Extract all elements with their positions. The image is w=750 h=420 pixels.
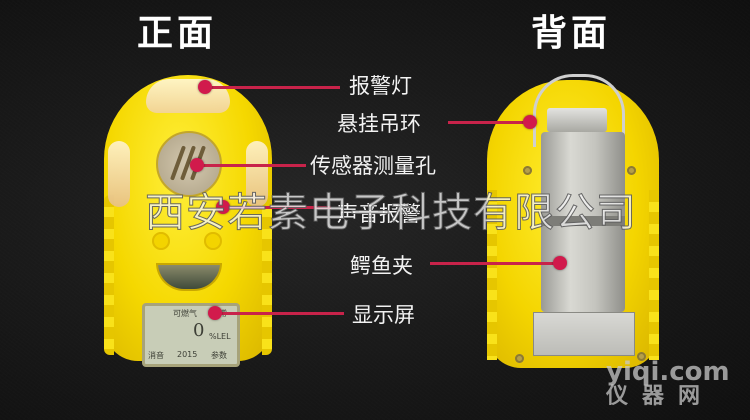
callout-dot-alarm-light xyxy=(198,80,212,94)
site-logo: yiqi.com 仪器网 xyxy=(606,357,730,410)
callout-dot-clip xyxy=(553,256,567,270)
label-hanging-ring: 悬挂吊环 xyxy=(337,112,421,136)
company-watermark: 西安若素电子科技有限公司 xyxy=(145,190,637,237)
right-button[interactable] xyxy=(204,232,222,250)
screw xyxy=(515,354,524,363)
callout-line-sound-alarm xyxy=(226,206,331,209)
nameplate xyxy=(533,312,635,356)
lcd-params: 参数 xyxy=(211,351,227,360)
lcd-value: 0 xyxy=(193,320,205,341)
callout-dot-display xyxy=(208,306,222,320)
screw xyxy=(523,166,532,175)
logo-cn: 仪器网 xyxy=(606,384,715,409)
grip-right xyxy=(262,195,272,355)
lcd-unit: %LEL xyxy=(209,332,231,341)
alarm-light-top xyxy=(146,79,230,113)
lcd-year: 2015 xyxy=(177,350,198,359)
front-title: 正面 xyxy=(137,12,218,54)
callout-line-display xyxy=(218,312,344,315)
callout-line-hanging-ring xyxy=(448,121,530,124)
label-alligator-clip: 鳄鱼夹 xyxy=(350,254,413,278)
alarm-light-left xyxy=(108,141,130,207)
label-alarm-light: 报警灯 xyxy=(349,74,412,98)
grip-left-back xyxy=(487,190,497,360)
callout-line-clip xyxy=(430,262,560,265)
ring-mount-plate xyxy=(547,108,607,132)
front-device: 可燃气 正常 0 %LEL 消音 2015 参数 xyxy=(104,75,272,367)
label-sensor-hole: 传感器测量孔 xyxy=(310,154,436,178)
alarm-light-right xyxy=(246,141,268,207)
left-button[interactable] xyxy=(152,232,170,250)
callout-line-alarm-light xyxy=(210,86,340,89)
grip-right-back xyxy=(649,190,659,360)
callout-line-sensor xyxy=(200,164,306,167)
callout-dot-sensor xyxy=(190,158,204,172)
label-display: 显示屏 xyxy=(352,303,415,327)
screw xyxy=(627,166,636,175)
lcd-gas-name: 可燃气 xyxy=(173,309,197,318)
callout-dot-hanging-ring xyxy=(523,115,537,129)
back-device xyxy=(487,74,659,368)
callout-dot-sound-alarm xyxy=(216,200,230,214)
back-title: 背面 xyxy=(531,12,612,54)
hanging-ring xyxy=(533,74,625,147)
label-sound-alarm: 声音报警 xyxy=(337,202,421,226)
logo-en: yiqi.com xyxy=(606,357,730,387)
grip-left xyxy=(104,195,114,355)
clip-fold xyxy=(541,216,625,226)
screw xyxy=(637,352,646,361)
lcd-mute: 消音 xyxy=(148,351,164,360)
